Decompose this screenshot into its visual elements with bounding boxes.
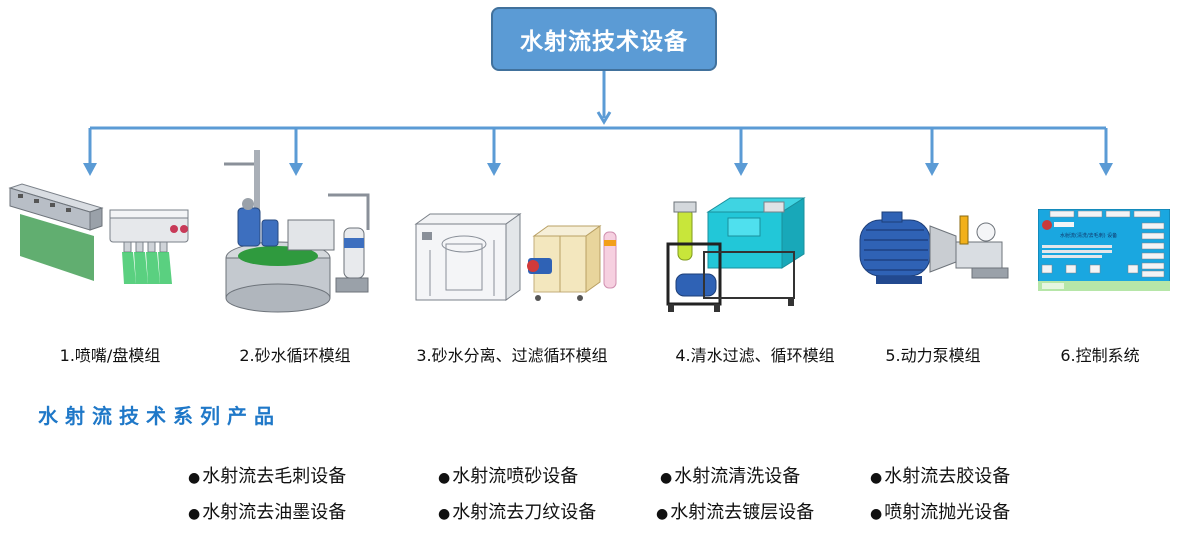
branch-arrow-6 (1099, 128, 1113, 176)
module-label-nozzle: 1.喷嘴/盘模组 (59, 346, 161, 365)
clean-water-filter-module-image (666, 197, 806, 312)
product-item: ●水射流去油墨设备 (188, 502, 347, 523)
nozzle-disc-module-image (8, 183, 189, 284)
product-item: ●水射流去毛刺设备 (188, 466, 347, 487)
module-label-separation-filter: 3.砂水分离、过滤循环模组 (416, 346, 608, 365)
control-system-screen-image: 水射流(清洗/去毛刺) 设备 (1038, 209, 1170, 291)
product-item: ●水射流去刀纹设备 (438, 502, 597, 523)
product-item: ●水射流去胶设备 (870, 466, 1011, 487)
branch-arrow-5 (925, 128, 939, 176)
branch-arrow-1 (83, 128, 97, 176)
module-label-sand-water: 2.砂水循环模组 (239, 346, 351, 365)
product-item: ●水射流去镀层设备 (656, 502, 815, 523)
power-pump-module-image (859, 211, 1009, 284)
product-item: ●水射流喷砂设备 (438, 466, 579, 487)
branch-arrow-2 (289, 128, 303, 176)
sand-water-separation-filter-module-image (414, 213, 617, 301)
product-item: ●喷射流抛光设备 (870, 502, 1011, 523)
branch-arrow-4 (734, 128, 748, 176)
control-screen-title: 水射流(清洗/去毛刺) 设备 (1060, 232, 1117, 239)
sand-water-circulation-module-image (224, 150, 370, 313)
branch-arrow-3 (487, 128, 501, 176)
module-label-power-pump: 5.动力泵模组 (885, 346, 981, 365)
root-node: 水射流技术设备 (491, 7, 717, 71)
product-item: ●水射流清洗设备 (660, 466, 801, 487)
series-title: 水射流技术系列产品 (38, 404, 281, 428)
module-label-clean-water: 4.清水过滤、循环模组 (675, 346, 835, 365)
module-label-control-system: 6.控制系统 (1060, 346, 1140, 365)
